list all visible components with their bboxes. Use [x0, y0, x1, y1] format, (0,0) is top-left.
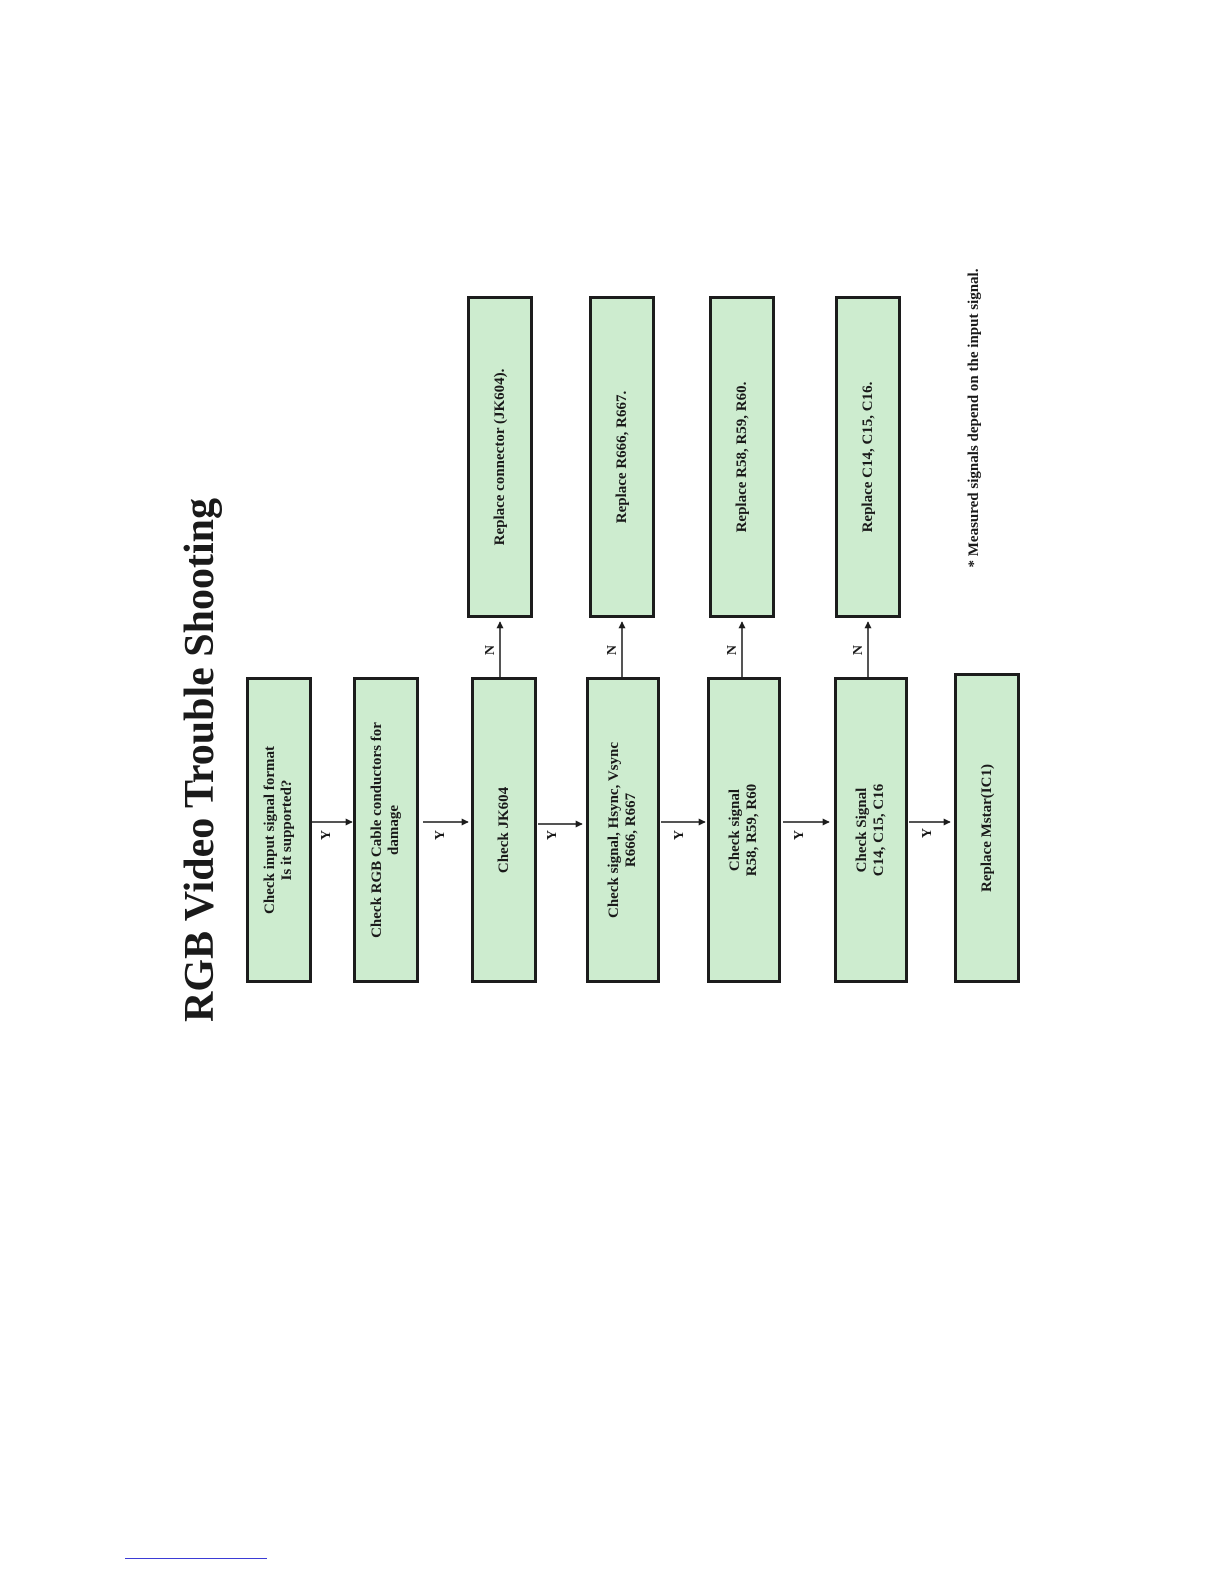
yes-label: Y [319, 829, 334, 841]
no-label: N [483, 644, 498, 656]
yes-label: Y [792, 829, 807, 841]
no-label: N [851, 644, 866, 656]
yes-label: Y [433, 829, 448, 841]
yes-label: Y [672, 829, 687, 841]
footer-rule [125, 1558, 267, 1559]
yes-label: Y [920, 827, 935, 839]
yes-label: Y [545, 829, 560, 841]
no-label: N [605, 644, 620, 656]
footnote: * Measured signals depend on the input s… [965, 268, 982, 568]
no-label: N [725, 644, 740, 656]
